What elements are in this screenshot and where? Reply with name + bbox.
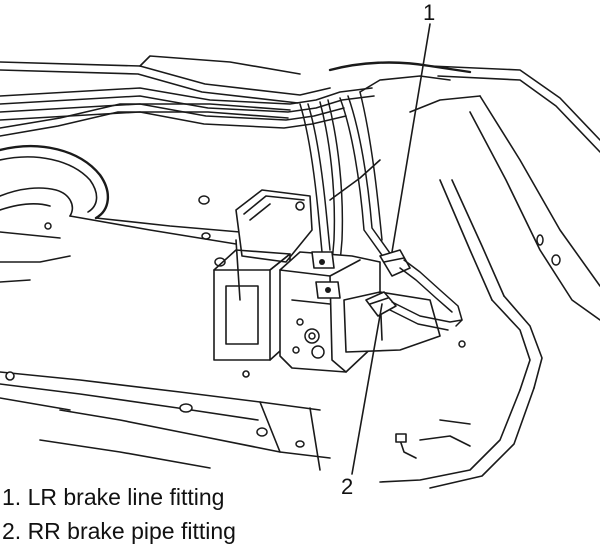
upper-body-panel: [0, 55, 331, 137]
callout-2-number: 2: [341, 474, 354, 499]
lr-brake-line-fitting: [379, 249, 463, 327]
rr-brake-pipe-fitting: [365, 291, 463, 331]
abs-modulator: [213, 189, 466, 378]
legend: 1. LR brake line fitting 2. RR brake pip…: [2, 480, 236, 548]
callout-2-leader: [351, 303, 383, 475]
callout-1-number: 1: [423, 0, 436, 25]
lower-frame-rail: [0, 371, 331, 471]
brake-pipe-bundle: [0, 87, 393, 287]
callout-1-leader: [391, 23, 431, 253]
legend-item-2: 2. RR brake pipe fitting: [2, 518, 236, 544]
wheel-well: [0, 144, 241, 283]
legend-item-1: 1. LR brake line fitting: [2, 484, 225, 510]
